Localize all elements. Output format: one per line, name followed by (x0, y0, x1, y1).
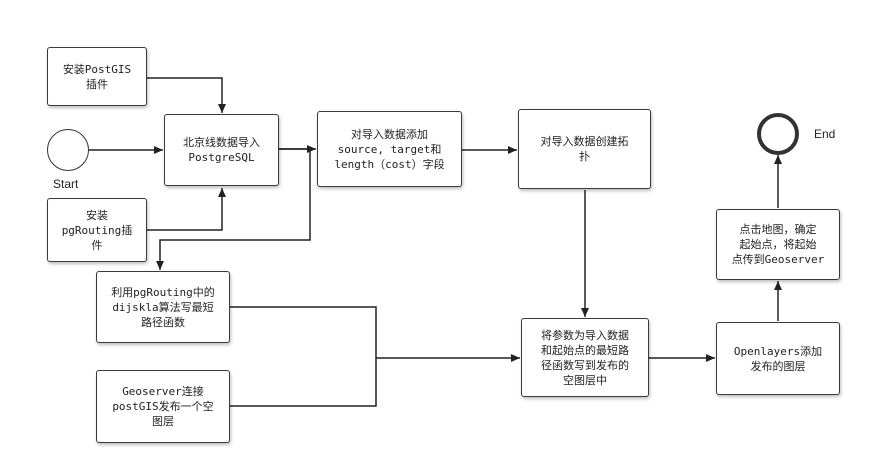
edge-pgrouting-to-import (147, 188, 226, 231)
edge-dijkstra-to-write (229, 306, 520, 362)
node-install-pgrouting: 安装 pgRouting插 件 (47, 198, 147, 262)
node-add-fields: 对导入数据添加 source, target和 length（cost）字段 (317, 111, 462, 187)
node-create-topology: 对导入数据创建拓 扑 (518, 109, 651, 189)
end-event (757, 113, 799, 155)
node-install-postgis: 安装PostGIS 插件 (47, 47, 147, 106)
node-openlayers-add: Openlayers添加 发布的图层 (716, 322, 840, 395)
start-label: Start (53, 177, 79, 191)
edge-import-to-dijkstra (156, 148, 311, 270)
edge-postgis-to-import (147, 77, 226, 113)
node-write-to-layer: 将参数为导入数据 和起始点的最短路 径函数写到发布的 空图层中 (521, 318, 649, 397)
edge-geoserver-to-write (229, 358, 377, 407)
node-dijkstra-function: 利用pgRouting中的 dijskla算法写最短 路径函数 (96, 271, 230, 343)
node-click-map: 点击地图，确定 起始点，将起始 点传到Geoserver (716, 209, 840, 280)
node-geoserver-publish: Geoserver连接 postGIS发布一个空 图层 (96, 370, 230, 443)
node-import-beijing: 北京线数据导入 PostgreSQL (164, 114, 279, 186)
start-event (47, 129, 89, 171)
end-label: End (814, 127, 836, 141)
